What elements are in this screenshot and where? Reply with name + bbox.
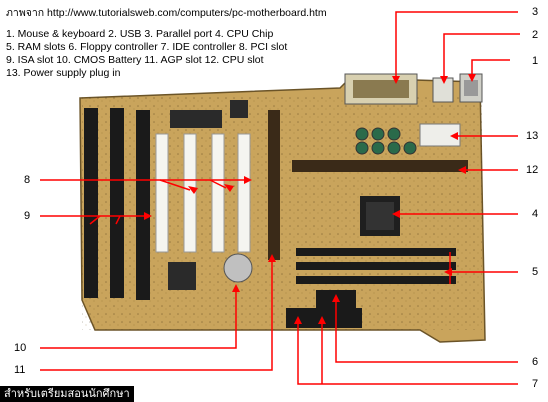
legend-line-2: 5. RAM slots 6. Floppy controller 7. IDE… [6, 41, 288, 53]
legend-line-4: 13. Power supply plug in [6, 67, 121, 79]
isa-slot-1 [84, 108, 98, 298]
legend-line-1: 1. Mouse & keyboard 2. USB 3. Parallel p… [6, 28, 274, 40]
callout-1: 1 [532, 55, 539, 67]
callout-11: 11 [14, 364, 26, 376]
ide-connector-2 [326, 308, 362, 328]
callout-10: 10 [14, 342, 27, 354]
footer-caption: สำหรับเตรียมสอนนักศึกษา [0, 386, 134, 402]
isa-slot-3 [136, 110, 150, 300]
cpu-slot [292, 160, 468, 172]
callout-3: 3 [532, 6, 539, 18]
callout-arrows [40, 11, 520, 385]
arrowheads [144, 74, 476, 324]
callout-7: 7 [532, 378, 539, 390]
pci-slot-2 [183, 133, 197, 253]
callout-5: 5 [532, 266, 539, 278]
capacitor-cluster [355, 127, 417, 155]
callout-12: 12 [526, 164, 539, 176]
southbridge-chip [230, 100, 248, 118]
legend-line-3: 9. ISA slot 10. CMOS Battery 11. AGP slo… [6, 54, 264, 66]
callout-4: 4 [532, 208, 539, 220]
ide-connector-1 [286, 308, 326, 328]
callout-13: 13 [526, 130, 539, 142]
cmos-battery [223, 253, 253, 283]
pci-slot-1 [155, 133, 169, 253]
callout-6: 6 [532, 356, 539, 368]
ram-slot-3 [296, 276, 456, 284]
pci-slot-4 [237, 133, 251, 253]
power-connector [419, 123, 461, 147]
agp-slot [268, 110, 280, 260]
ram-slot-2 [296, 262, 456, 270]
callout-2: 2 [532, 29, 539, 41]
callout-9: 9 [24, 210, 31, 222]
pci-slot-3 [211, 133, 225, 253]
northbridge-chip [168, 262, 196, 290]
callout-8: 8 [24, 174, 31, 186]
isa-slot-2 [110, 108, 124, 298]
source-line: ภาพจาก http://www.tutorialsweb.com/compu… [6, 7, 327, 19]
ram-slot-1 [296, 248, 456, 256]
bios-chip [170, 110, 222, 128]
